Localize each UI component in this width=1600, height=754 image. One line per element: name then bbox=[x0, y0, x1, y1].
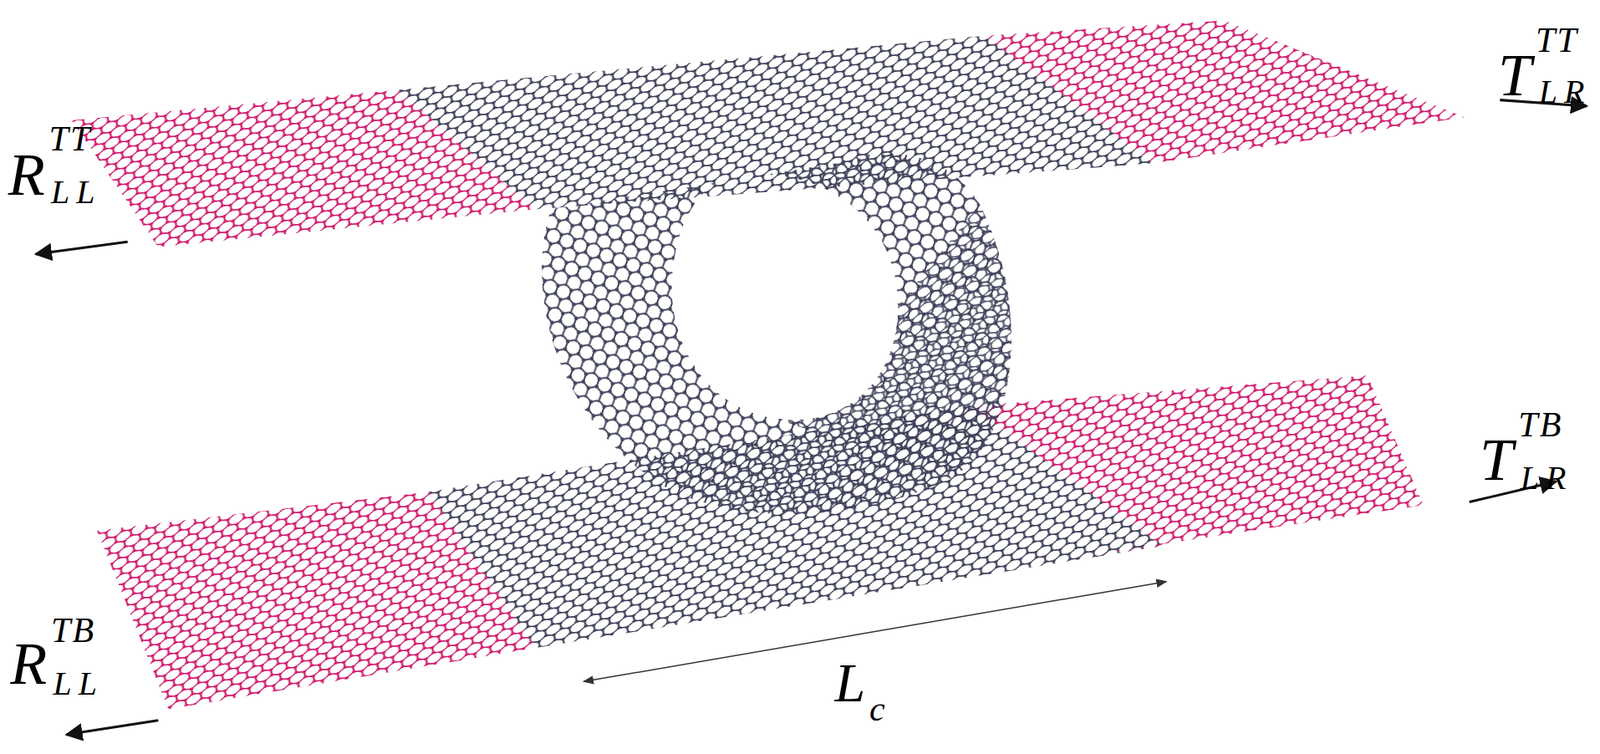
math-label: LR bbox=[1520, 461, 1574, 495]
math-label: LL bbox=[50, 175, 102, 209]
scroll-front bbox=[775, 203, 1012, 480]
nanoscroll bbox=[541, 153, 1012, 515]
arrow bbox=[66, 720, 158, 735]
math-label: LL bbox=[52, 667, 104, 701]
math-label: TB bbox=[1518, 407, 1563, 443]
math-label: TT bbox=[49, 121, 92, 157]
math-label: c bbox=[869, 691, 886, 727]
dimension-arrow bbox=[583, 581, 1167, 683]
math-label: T bbox=[1479, 429, 1514, 490]
top-right-lead bbox=[984, 20, 1465, 164]
math-label: T bbox=[1498, 45, 1532, 106]
math-label: TB bbox=[50, 612, 96, 648]
math-label: LR bbox=[1538, 75, 1592, 109]
math-label: L bbox=[835, 655, 867, 711]
math-label: R bbox=[8, 144, 46, 205]
math-label: R bbox=[10, 633, 47, 694]
bottom-right-lead bbox=[969, 375, 1424, 556]
arrow bbox=[35, 241, 128, 255]
scroll-hole bbox=[672, 174, 898, 420]
math-label: TT bbox=[1535, 22, 1579, 58]
